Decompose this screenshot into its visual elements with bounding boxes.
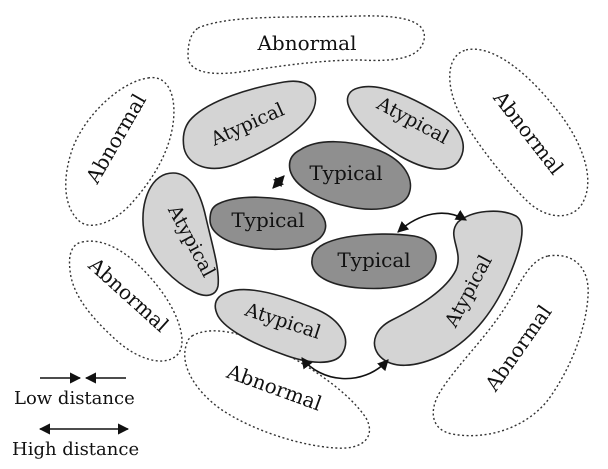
high-distance-label: High distance — [12, 439, 139, 460]
typical-region-left: Typical — [209, 196, 327, 251]
abnormal-region-bottom: Abnormal — [184, 330, 371, 449]
atypical-region-bottom-left: Atypical — [214, 288, 347, 364]
abnormal-region-top: Abnormal — [187, 15, 425, 75]
abnormal-region-right-upper: Abnormal — [449, 48, 589, 217]
typical-label: Typical — [309, 161, 382, 185]
atypical-region-top-left: Atypical — [182, 80, 317, 170]
typical-region-top: Typical — [288, 140, 412, 210]
high-distance-arrow-typical-atypical — [397, 210, 467, 233]
high-distance-arrow-atypical-atypical — [301, 357, 389, 380]
abnormal-label: Abnormal — [256, 31, 356, 55]
atypical-region-right: Atypical — [373, 210, 523, 366]
typical-label: Typical — [337, 248, 410, 272]
low-distance-label: Low distance — [14, 388, 135, 409]
legend: Low distance High distance — [12, 372, 139, 460]
typical-label: Typical — [231, 208, 304, 232]
low-distance-arrow-typical — [272, 175, 285, 189]
atypical-region-left: Atypical — [142, 172, 219, 297]
typical-region-right: Typical — [311, 233, 437, 290]
abnormal-region-left-upper: Abnormal — [65, 77, 175, 226]
